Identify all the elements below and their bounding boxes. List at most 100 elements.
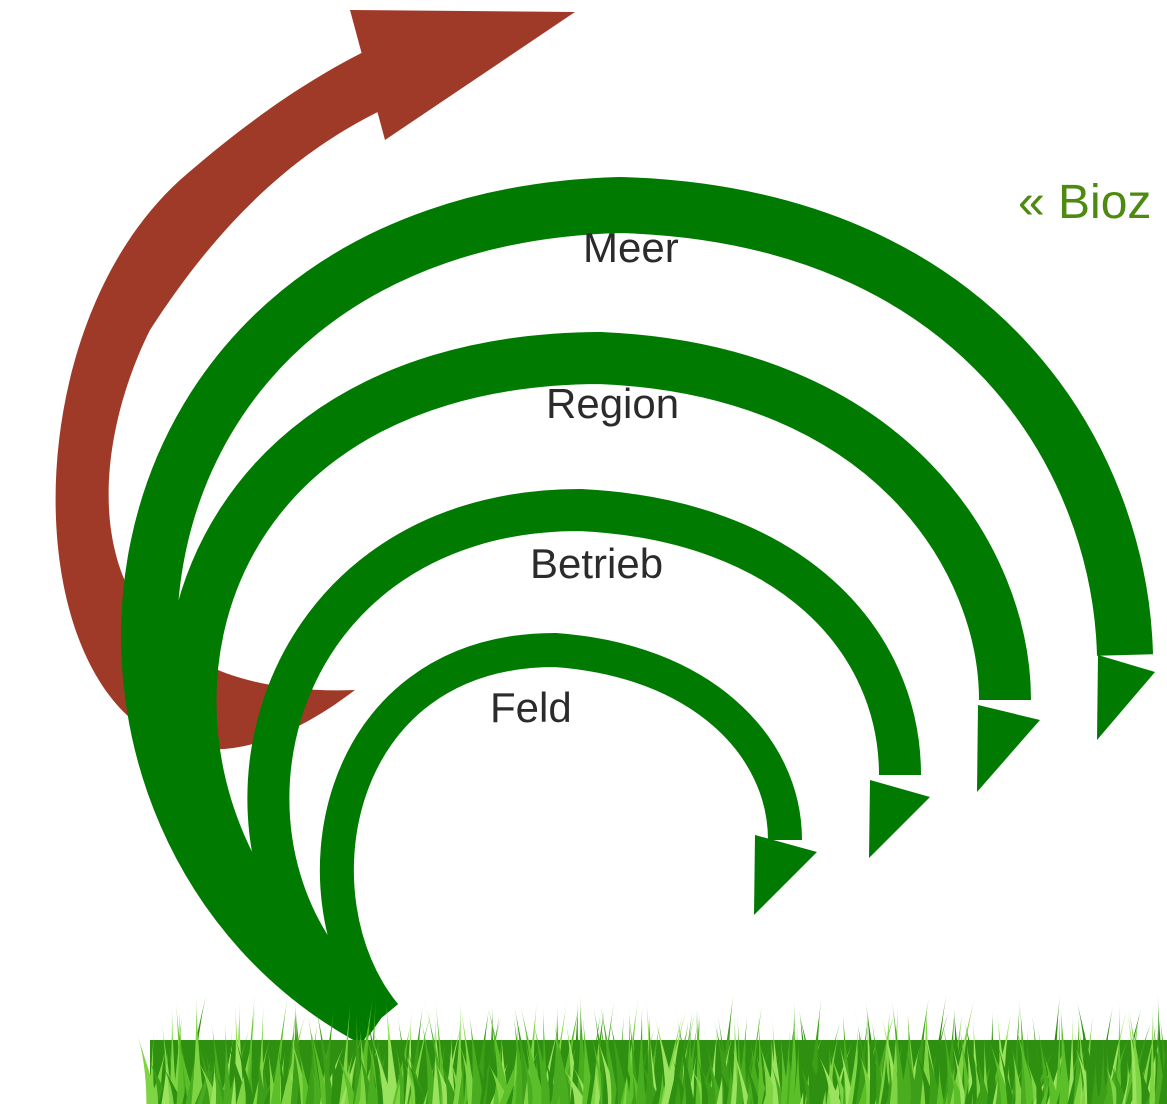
grass-blade xyxy=(469,1014,485,1104)
grass-blade xyxy=(1011,1044,1025,1104)
grass-blade xyxy=(674,1007,695,1104)
grass-blade xyxy=(385,997,400,1104)
grass-blade xyxy=(1042,1049,1061,1104)
grass-blade xyxy=(136,1031,160,1104)
grass-blade xyxy=(1116,1008,1142,1104)
grass-blade xyxy=(305,1003,323,1104)
grass-blade xyxy=(819,1023,840,1104)
grass-blade xyxy=(1105,1045,1114,1104)
grass-blade xyxy=(532,1017,554,1104)
grass-blade xyxy=(232,1030,256,1104)
grass-blade xyxy=(270,998,288,1104)
grass-blade xyxy=(172,1012,183,1104)
grass-blade xyxy=(1031,1009,1044,1104)
arrowhead-meer xyxy=(1097,655,1155,740)
grass-blade xyxy=(361,994,385,1104)
grass-blade xyxy=(329,1038,344,1104)
grass-blade xyxy=(716,1006,733,1104)
grass-blade xyxy=(757,1014,766,1104)
grass-blade xyxy=(902,1038,921,1104)
arrowhead-region xyxy=(977,705,1040,792)
grass-blade xyxy=(995,1067,1006,1104)
grass-blade xyxy=(942,1020,958,1104)
grass-blade xyxy=(994,1035,1015,1104)
grass-blade xyxy=(771,1018,783,1104)
grass-blade xyxy=(576,994,590,1104)
grass-blade xyxy=(865,998,882,1104)
grass-blade xyxy=(459,999,477,1104)
grass-blade xyxy=(871,1018,886,1104)
grass-blade xyxy=(225,1035,250,1104)
grass-blade xyxy=(599,1018,616,1104)
grass-blade xyxy=(438,1056,460,1104)
grass-blade xyxy=(826,1048,837,1104)
grass-blade xyxy=(553,1021,574,1104)
grass-blade xyxy=(231,1000,246,1104)
grass-blade xyxy=(277,1042,289,1104)
grass-blade xyxy=(904,1014,917,1104)
grass-blade xyxy=(582,1016,596,1104)
grass-blade xyxy=(521,1023,547,1104)
grass-blade xyxy=(696,1053,712,1104)
grass-blade xyxy=(1091,1055,1100,1104)
grass-blade xyxy=(297,1045,313,1104)
grass-blade xyxy=(758,1041,780,1104)
grass-blade xyxy=(1109,1060,1129,1104)
grass-blade xyxy=(680,1009,693,1104)
grass-blade xyxy=(396,1068,409,1104)
label-region: Region xyxy=(546,380,679,427)
grass-blade xyxy=(1055,1009,1063,1104)
grass-blade xyxy=(628,1015,635,1104)
grass-blade xyxy=(367,995,377,1104)
grass-blade xyxy=(963,1016,987,1104)
grass-blade xyxy=(972,1051,984,1104)
label-betrieb: Betrieb xyxy=(530,540,663,587)
outer-arrow-head xyxy=(350,10,575,140)
grass-blade xyxy=(742,1040,755,1104)
grass-blade xyxy=(1078,1018,1090,1104)
grass-blade xyxy=(158,1035,181,1104)
grass-blade xyxy=(780,1033,791,1104)
grass-blade xyxy=(1126,1006,1143,1104)
cut-off-title: « Bioz xyxy=(1018,176,1151,229)
grass-blade xyxy=(1115,999,1122,1104)
grass-blade xyxy=(598,996,620,1104)
grass-blade xyxy=(950,999,975,1104)
cycle-arrowheads xyxy=(754,655,1155,915)
grass-blade xyxy=(949,1033,968,1104)
cycle-arrow-region xyxy=(164,331,1031,1043)
grass-blade xyxy=(434,995,448,1104)
grass-blade xyxy=(606,1058,622,1104)
grass-blade xyxy=(1013,1018,1038,1104)
grass-blade xyxy=(594,1062,601,1104)
cycle-arrow-betrieb xyxy=(247,488,921,1038)
grass-blades xyxy=(136,994,1167,1104)
grass-blade xyxy=(674,1021,689,1104)
grass-blade xyxy=(736,1017,748,1104)
grass-blade xyxy=(445,1047,465,1104)
grass-blade xyxy=(1094,1006,1114,1104)
grass-blade xyxy=(1059,1004,1072,1104)
grass-blade xyxy=(306,1015,330,1104)
grass-blade xyxy=(161,1051,171,1104)
grass-blade xyxy=(809,1060,830,1104)
grass-blade xyxy=(405,1043,427,1104)
grass-blade xyxy=(947,1066,967,1104)
grass-strip xyxy=(136,994,1167,1104)
grass-blade xyxy=(353,1010,365,1104)
grass-blade xyxy=(263,1061,271,1104)
grass-blade xyxy=(1075,995,1101,1104)
grass-blade xyxy=(878,1007,892,1104)
grass-blade xyxy=(652,1009,679,1104)
outer-brown-arrow xyxy=(55,10,575,750)
grass-blade xyxy=(975,1052,992,1104)
grass-blade xyxy=(377,1067,397,1104)
grass-blade xyxy=(542,1003,549,1104)
grass-blade xyxy=(816,1051,842,1104)
arrowhead-feld xyxy=(754,835,817,915)
grass-blade xyxy=(359,1024,371,1104)
grass-blade xyxy=(191,994,205,1104)
grass-blade xyxy=(736,1015,745,1104)
grass-blade xyxy=(936,1062,945,1104)
